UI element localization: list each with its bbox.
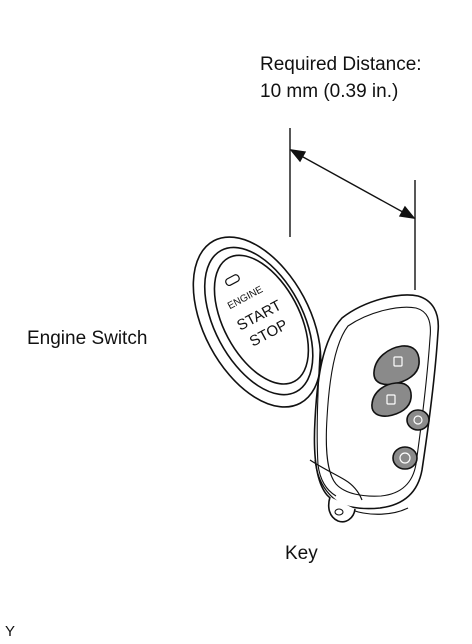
key-fob-inner-contour — [325, 306, 431, 497]
key-fob-illustration — [309, 294, 440, 523]
distance-dimension — [289, 128, 416, 290]
key-ring-hole — [334, 508, 344, 516]
key-button-lock — [373, 345, 420, 386]
key-button-panic — [392, 446, 418, 470]
key-strap — [309, 459, 363, 501]
key-button-unlock — [371, 382, 412, 417]
arrowhead-left — [289, 149, 307, 163]
corner-mark: Y — [5, 623, 16, 640]
key-button-trunk — [406, 409, 430, 431]
engine-switch-label: Engine Switch — [27, 328, 148, 349]
key-fob-side-band — [316, 349, 337, 497]
panic-symbol-icon — [399, 452, 411, 464]
lock-symbol-icon — [393, 356, 403, 367]
unlock-symbol-icon — [386, 394, 396, 405]
trunk-symbol-icon — [413, 415, 423, 425]
engine-switch-illustration: ENGINE START STOP — [192, 236, 322, 408]
arrowhead-right — [398, 205, 416, 219]
required-distance-value: 10 mm (0.39 in.) — [260, 81, 399, 102]
key-fob-buttons — [371, 345, 430, 470]
switch-indicator-lamp — [225, 274, 240, 287]
key-label: Key — [285, 543, 318, 564]
key-button-symbols — [386, 356, 423, 464]
required-distance-label: Required Distance: — [260, 54, 422, 75]
dimension-arrow-line — [293, 151, 411, 217]
switch-button-face — [213, 254, 310, 385]
